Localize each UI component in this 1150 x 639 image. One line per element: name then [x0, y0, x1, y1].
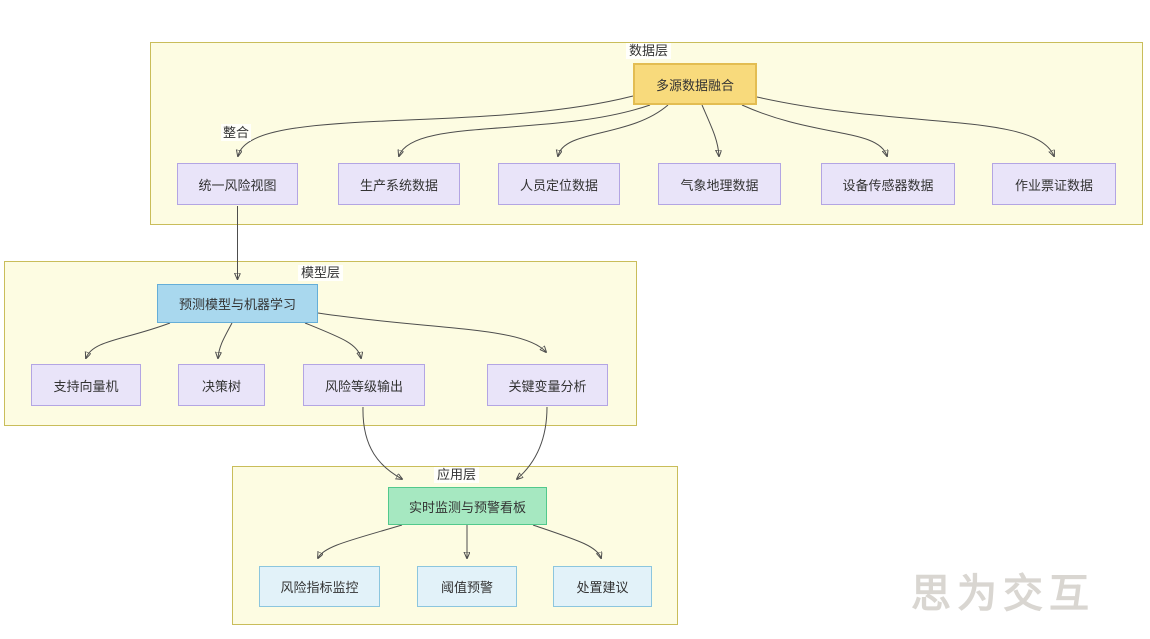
node-work-permit-data[interactable]: 作业票证数据 — [992, 163, 1116, 205]
node-production-system-data[interactable]: 生产系统数据 — [338, 163, 460, 205]
node-unified-risk-view[interactable]: 统一风险视图 — [177, 163, 298, 205]
node-risk-level-output[interactable]: 风险等级输出 — [303, 364, 425, 406]
node-threshold-alert[interactable]: 阈值预警 — [417, 566, 517, 607]
watermark-text: 思为交互 — [911, 572, 1095, 616]
app-layer-label: 应用层 — [434, 467, 480, 483]
node-equipment-sensor-data[interactable]: 设备传感器数据 — [821, 163, 955, 205]
node-meteo-geo-data[interactable]: 气象地理数据 — [658, 163, 781, 205]
node-multi-source-data-fusion[interactable]: 多源数据融合 — [633, 63, 757, 105]
model-layer-label: 模型层 — [298, 265, 344, 281]
edge-label-integration: 整合 — [221, 124, 252, 141]
node-personnel-positioning-data[interactable]: 人员定位数据 — [498, 163, 620, 205]
node-risk-indicator-monitoring[interactable]: 风险指标监控 — [259, 566, 380, 607]
node-decision-tree[interactable]: 决策树 — [178, 364, 265, 406]
node-svm[interactable]: 支持向量机 — [31, 364, 141, 406]
node-realtime-monitoring-dashboard[interactable]: 实时监测与预警看板 — [388, 487, 547, 525]
data-layer-label: 数据层 — [626, 43, 672, 59]
node-prediction-model-ml[interactable]: 预测模型与机器学习 — [157, 284, 318, 323]
node-disposal-suggestion[interactable]: 处置建议 — [553, 566, 652, 607]
node-key-variable-analysis[interactable]: 关键变量分析 — [487, 364, 608, 406]
